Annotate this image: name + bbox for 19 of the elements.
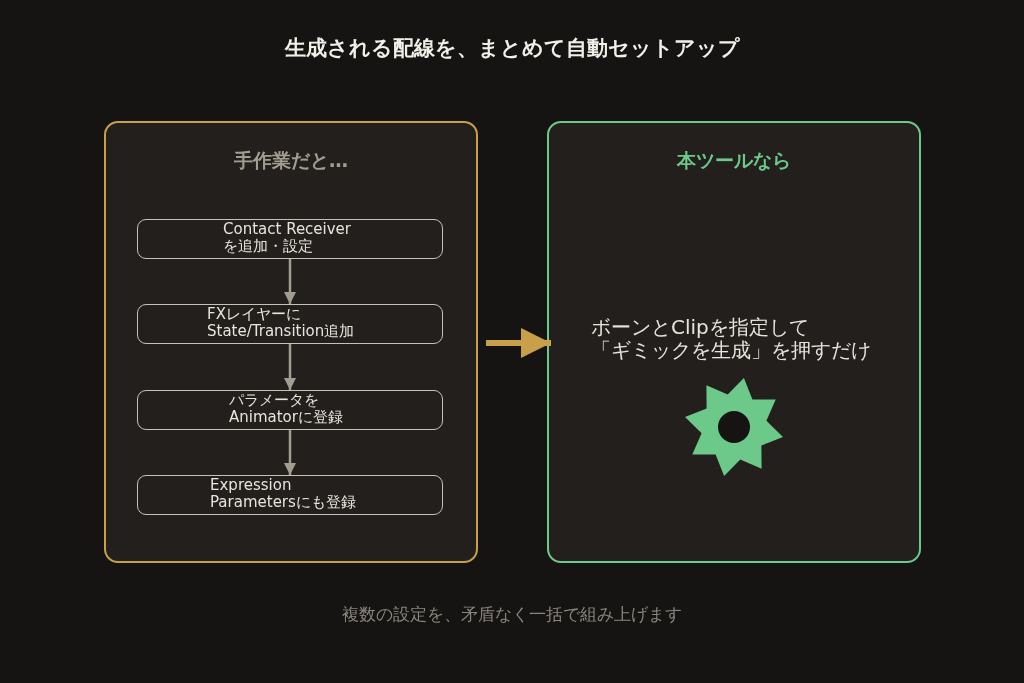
panel-box xyxy=(547,121,921,563)
process-box xyxy=(137,390,443,430)
caption: 複数の設定を、矛盾なく一括で組み上げます xyxy=(341,603,683,626)
arrow xyxy=(283,344,297,390)
arrow xyxy=(283,430,297,475)
title: 生成される配線を、まとめて自動セットアップ xyxy=(283,35,741,62)
panel-heading: 本ツールなら xyxy=(675,148,792,173)
step-text: パラメータをAnimatorに登録 xyxy=(229,392,344,426)
step-text: Contact Receiverを追加・設定 xyxy=(223,221,353,255)
panel-heading: 手作業だと… xyxy=(233,148,349,173)
process-box xyxy=(137,304,443,344)
step-text: Expression Parametersにも登録 xyxy=(210,477,357,511)
panel-box xyxy=(104,121,478,563)
process-box xyxy=(137,219,443,259)
arrow xyxy=(283,259,297,304)
arrow xyxy=(486,328,551,358)
body-text: ボーンとClipを指定して「ギミックを生成」を押すだけ xyxy=(591,316,872,362)
step-text: FXレイヤーにState/Transition追加 xyxy=(207,306,356,340)
process-box xyxy=(137,475,443,515)
